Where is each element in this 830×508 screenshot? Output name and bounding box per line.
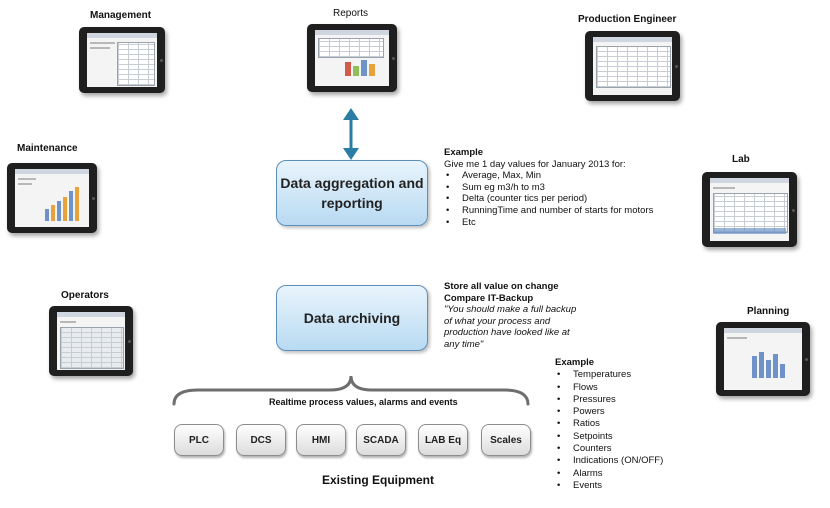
values-example-item: Pressures (555, 394, 663, 407)
data-archiving-box: Data archiving (276, 285, 428, 351)
archiving-quote-line: "You should make a full backup (444, 304, 577, 316)
values-example-title: Example (555, 357, 595, 368)
equipment-dcs: DCS (236, 424, 286, 456)
values-example-item: Ratios (555, 418, 663, 431)
planning-tablet-image (716, 322, 810, 396)
management-tablet-image (79, 27, 165, 93)
data-archiving-label: Data archiving (303, 310, 401, 326)
aggregation-example-item: Sum eg m3/h to m3 (444, 182, 653, 194)
equipment-scales: Scales (481, 424, 531, 456)
values-example: Example Temperatures Flows Pressures Pow… (555, 357, 663, 493)
production-engineer-tablet-image (585, 31, 680, 101)
values-example-item: Setpoints (555, 431, 663, 444)
archiving-note: Store all value on change Compare IT-Bac… (444, 281, 576, 351)
equipment-plc: PLC (174, 424, 224, 456)
equipment-lab-eq: LAB Eq (418, 424, 468, 456)
aggregation-example: Example Give me 1 day values for January… (444, 147, 653, 228)
aggregation-example-item: Delta (counter tics per period) (444, 193, 653, 205)
lab-tablet-image (702, 172, 797, 247)
reports-tablet-image (307, 24, 397, 92)
existing-equipment-label: Existing Equipment (322, 473, 435, 487)
curly-brace-icon (172, 375, 530, 406)
planning-label: Planning (747, 306, 790, 317)
maintenance-tablet-image (7, 163, 97, 233)
operators-label: Operators (61, 290, 109, 301)
values-example-item: Counters (555, 443, 663, 456)
maintenance-label: Maintenance (17, 143, 78, 154)
management-label: Management (90, 10, 152, 21)
values-example-item: Powers (555, 406, 663, 419)
archiving-quote-line: of what your process and (444, 315, 551, 327)
realtime-label: Realtime process values, alarms and even… (269, 397, 458, 407)
values-example-item: Events (555, 480, 663, 493)
archiving-note-line2: Compare IT-Backup (444, 292, 534, 304)
aggregation-example-item: Etc (444, 217, 653, 229)
reports-label: Reports (333, 8, 369, 19)
lab-label: Lab (732, 154, 750, 165)
values-example-item: Indications (ON/OFF) (555, 455, 663, 468)
operators-tablet-image (49, 306, 133, 376)
data-aggregation-line2: reporting (321, 195, 383, 211)
equipment-hmi: HMI (296, 424, 346, 456)
archiving-quote-line: production have looked like at (444, 327, 570, 339)
aggregation-example-item: RunningTime and number of starts for mot… (444, 205, 653, 217)
double-arrow-icon (343, 108, 359, 160)
aggregation-example-title: Example (444, 147, 484, 158)
values-example-item: Alarms (555, 468, 663, 481)
data-aggregation-box: Data aggregation and reporting (276, 160, 428, 226)
equipment-scada: SCADA (356, 424, 406, 456)
aggregation-example-item: Average, Max, Min (444, 170, 653, 182)
production-engineer-label: Production Engineer (578, 14, 677, 25)
archiving-note-line1: Store all value on change (444, 281, 559, 292)
aggregation-example-intro: Give me 1 day values for January 2013 fo… (444, 158, 626, 170)
data-aggregation-line1: Data aggregation and (280, 175, 424, 191)
values-example-item: Temperatures (555, 369, 663, 382)
values-example-item: Flows (555, 382, 663, 395)
archiving-quote-line: any time" (444, 338, 484, 350)
